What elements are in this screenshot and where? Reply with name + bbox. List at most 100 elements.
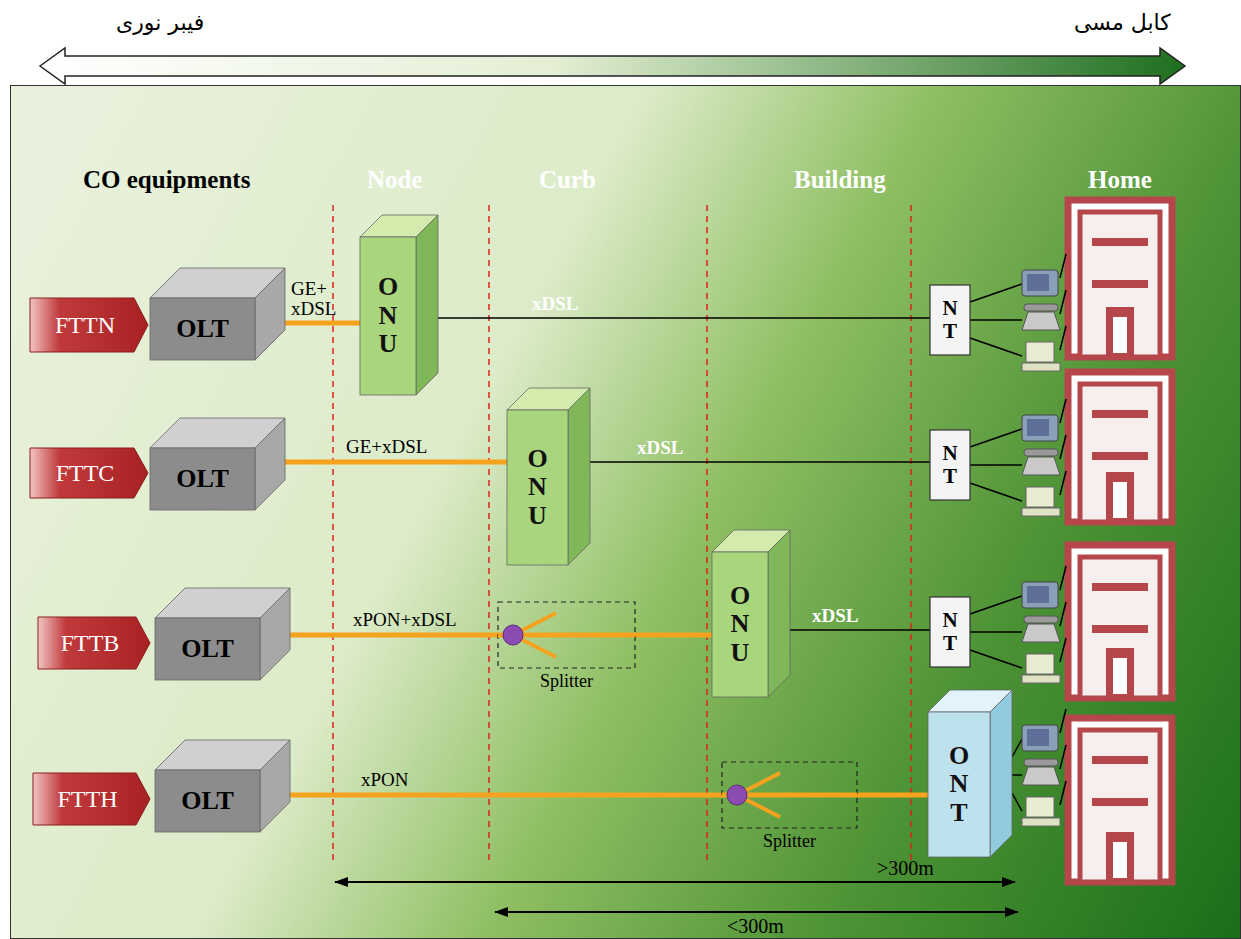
zone-heading: CO equipments <box>83 166 250 194</box>
dimension-arrow <box>335 881 1015 883</box>
device-wire <box>1060 709 1066 733</box>
house-door <box>1106 648 1134 696</box>
house-outline <box>1068 718 1172 882</box>
phone-handset <box>1024 759 1058 766</box>
device-wire <box>970 483 1022 501</box>
zone-dividers <box>333 205 911 865</box>
node-label: ONU <box>375 273 401 359</box>
house-door <box>1113 317 1127 353</box>
device-wire <box>970 429 1022 447</box>
device-wire <box>1060 399 1066 423</box>
fiber-copper-arrow <box>40 48 1185 84</box>
pc-base <box>1022 818 1060 826</box>
node-label: FTTB <box>61 630 120 657</box>
ont-box: ONT <box>928 690 1012 857</box>
pc-icon <box>1026 654 1054 674</box>
dimension-label: <300m <box>727 915 784 938</box>
device-wire <box>1060 745 1066 769</box>
house-floor <box>1092 756 1148 764</box>
device-wire <box>970 319 1022 321</box>
tv-icon <box>1022 725 1058 751</box>
device-wire <box>970 338 1022 356</box>
house-outline <box>1068 545 1172 698</box>
copper-link <box>790 629 930 631</box>
phone-icon <box>1022 624 1060 642</box>
device-wire <box>1060 638 1066 662</box>
zone-heading: Node <box>367 166 423 194</box>
phone-handset <box>1024 304 1058 311</box>
copper-link <box>438 317 930 319</box>
zone-heading: Curb <box>539 166 596 194</box>
nt-face: NT <box>930 285 970 355</box>
fiber-link <box>290 793 722 798</box>
zone-divider <box>488 205 490 865</box>
phone-icon <box>1022 767 1060 785</box>
nt-outline <box>930 430 970 500</box>
tv-screen <box>1027 274 1049 291</box>
node-label: NT <box>940 442 961 488</box>
box-side <box>255 418 285 510</box>
nt-outline <box>930 597 970 667</box>
box-side <box>260 588 290 680</box>
nt-face: NT <box>930 597 970 667</box>
node-label: OLT <box>176 314 229 344</box>
house-inner <box>1080 212 1160 357</box>
tag-body: FTTN <box>36 298 134 352</box>
box-face: ONT <box>928 712 990 857</box>
fiber-link <box>857 793 928 798</box>
device-wire <box>1060 781 1066 805</box>
box-front <box>360 237 416 395</box>
box-side <box>568 388 590 565</box>
phone-handset <box>1024 449 1058 456</box>
node-label: ONT <box>946 742 972 828</box>
tag-body: FTTH <box>39 773 136 825</box>
phone-icon <box>1022 457 1060 475</box>
node-label: Splitter <box>498 671 635 692</box>
tv-screen <box>1027 729 1049 746</box>
tv-screen <box>1027 419 1049 436</box>
phone-handset <box>1024 616 1058 623</box>
box-side <box>416 215 438 395</box>
splitter-caption: Splitter <box>498 668 635 692</box>
device-wire <box>970 464 1022 466</box>
olt-box: OLT <box>150 418 285 510</box>
device-wire <box>970 650 1022 668</box>
type-tag: FTTH <box>33 773 150 825</box>
house-floor <box>1092 238 1148 246</box>
node-label: OLT <box>181 634 234 664</box>
house-outline <box>1068 372 1172 522</box>
house-door <box>1113 842 1127 878</box>
box-face: OLT <box>155 770 260 832</box>
house-floor <box>1092 410 1148 418</box>
tag-shape <box>30 298 148 352</box>
node-label: FTTC <box>56 460 115 487</box>
tag-shape <box>38 617 150 669</box>
nt-face: NT <box>930 430 970 500</box>
link-label: xDSL <box>532 293 578 315</box>
link-label: xDSL <box>637 437 683 459</box>
device-wire <box>1012 739 1022 757</box>
type-tag: FTTC <box>30 448 148 498</box>
tv-screen <box>1027 586 1049 603</box>
node-label: OLT <box>181 786 234 816</box>
node-label: ONU <box>727 582 753 668</box>
fiber-link <box>290 633 498 638</box>
box-side <box>260 740 290 832</box>
olt-box: OLT <box>150 268 285 360</box>
node-label: NT <box>940 609 961 655</box>
link-label: xPON+xDSL <box>353 609 457 631</box>
house-outline <box>1068 200 1172 357</box>
device-wire <box>970 596 1022 614</box>
box-front <box>928 712 990 857</box>
house-inner <box>1080 557 1160 698</box>
shape-outline <box>360 215 438 395</box>
device-wire <box>1012 774 1022 776</box>
tag-body: FTTB <box>44 617 136 669</box>
zone-divider <box>706 205 708 865</box>
type-tag: FTTB <box>38 617 150 669</box>
box-front <box>507 410 568 565</box>
device-wire <box>970 284 1022 302</box>
tag-shape <box>33 773 150 825</box>
box-side <box>768 530 790 697</box>
